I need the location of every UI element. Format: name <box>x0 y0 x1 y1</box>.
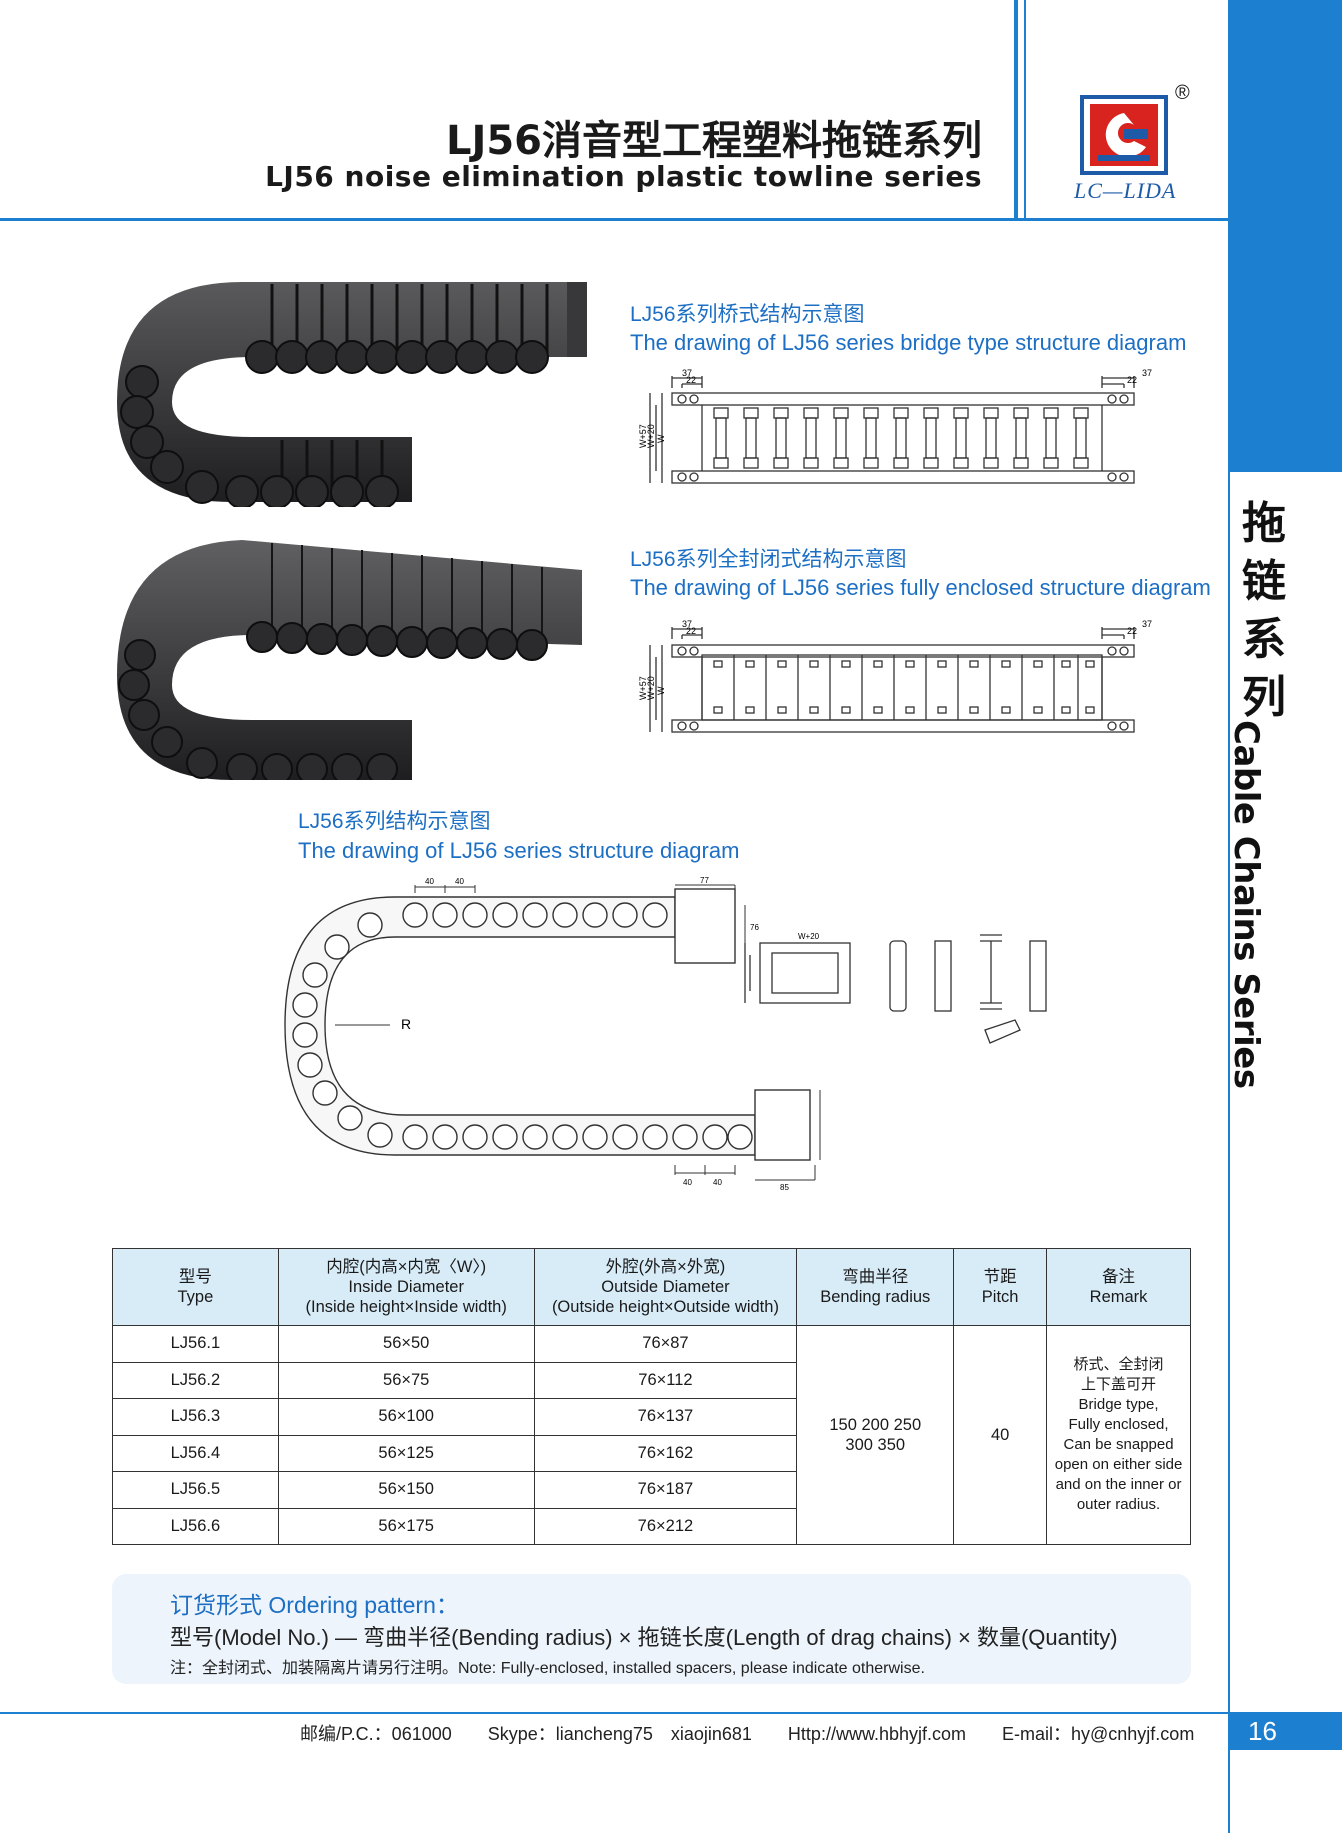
dim-w20-enclosed: W+20 <box>646 676 656 700</box>
header-divider <box>1014 0 1018 220</box>
sidebar-blue-band <box>1228 0 1342 472</box>
ordering-title: 订货形式 Ordering pattern： <box>170 1592 459 1618</box>
dim-w-enclosed: W <box>656 686 666 695</box>
ordering-box <box>112 1574 1191 1684</box>
registered-mark: ® <box>1175 82 1190 104</box>
bridge-caption-cn: LJ56系列桥式结构示意图 <box>630 303 865 326</box>
bridge-structure-drawing: 37 22 37 22 W+57 W+20 W <box>638 368 1152 484</box>
cross-section-drawing: W+20 <box>744 932 1047 1044</box>
col-outside: 外腔(外高×外宽)Outside Diameter(Outside height… <box>533 1248 798 1326</box>
structure-caption-cn: LJ56系列结构示意图 <box>298 810 491 833</box>
dim-40-top-b: 40 <box>455 877 464 886</box>
table-row: LJ56.6 56×175 76×212 <box>112 1507 1191 1545</box>
table-row: LJ56.2 56×75 76×112 <box>112 1361 1191 1399</box>
dim-22-enclosed-right: 22 <box>1127 626 1137 636</box>
dim-w20: W+20 <box>646 424 656 448</box>
chain-side-view-drawing: R 40 40 77 76 40 40 85 <box>284 876 821 1192</box>
enclosed-caption-en: The drawing of LJ56 series fully enclose… <box>630 575 1211 600</box>
col-inside: 内腔(内高×内宽〈W〉)Inside Diameter(Inside heigh… <box>277 1248 535 1326</box>
dim-40-bottom-b: 40 <box>713 1178 722 1187</box>
dim-85: 85 <box>780 1183 789 1192</box>
dim-w: W <box>656 434 666 443</box>
dim-40-bottom-a: 40 <box>683 1178 692 1187</box>
page-number: 16 <box>1228 1712 1342 1750</box>
enclosed-chain-photo <box>117 540 582 780</box>
dim-76: 76 <box>750 923 759 932</box>
dim-radius: R <box>401 1016 411 1032</box>
page-title-cn: LJ56消音型工程塑料拖链系列 <box>445 118 982 164</box>
pitch-cell: 40 <box>953 1325 1048 1545</box>
dim-37-enclosed-right: 37 <box>1142 619 1152 629</box>
brand-name: LC—LIDA <box>1074 178 1177 203</box>
enclosed-structure-drawing: 37 22 37 22 W+57 W+20 W <box>638 619 1152 733</box>
dim-w57-enclosed: W+57 <box>638 676 648 700</box>
footer-line <box>0 1712 1228 1714</box>
ordering-body: 型号(Model No.) — 弯曲半径(Bending radius) × 拖… <box>170 1625 1118 1650</box>
sidebar-en-title: Cable Chains Series <box>1226 720 1266 1089</box>
dim-77: 77 <box>700 876 709 885</box>
table-row: LJ56.5 56×150 76×187 <box>112 1471 1191 1509</box>
dim-37-right: 37 <box>1142 368 1152 378</box>
dim-40-top-a: 40 <box>425 877 434 886</box>
page-title-en: LJ56 noise elimination plastic towline s… <box>265 160 982 193</box>
ordering-note: 注：全封闭式、加装隔离片请另行注明。Note: Fully-enclosed, … <box>170 1660 925 1677</box>
dim-w57: W+57 <box>638 424 648 448</box>
sidebar-cn-title: 拖 链 系 列 <box>1242 498 1286 723</box>
footer-contact: 邮编/P.C.：061000 Skype：liancheng75 xiaojin… <box>300 1724 1195 1744</box>
table-row: LJ56.4 56×125 76×162 <box>112 1434 1191 1472</box>
dim-wplus20-section: W+20 <box>798 932 820 941</box>
table-row: LJ56.3 56×100 76×137 <box>112 1398 1191 1436</box>
dim-22: 22 <box>686 375 696 385</box>
dim-22-right: 22 <box>1127 375 1137 385</box>
lc-lida-logo-icon <box>1080 95 1168 175</box>
bridge-chain-photo <box>117 282 587 507</box>
header-divider-thin <box>1024 0 1026 220</box>
dim-37: 37 <box>682 368 692 378</box>
sidebar-divider <box>1228 472 1230 1833</box>
bridge-caption-en: The drawing of LJ56 series bridge type s… <box>630 330 1187 355</box>
dim-22-enclosed: 22 <box>686 626 696 636</box>
header-underline <box>0 218 1228 221</box>
enclosed-caption-cn: LJ56系列全封闭式结构示意图 <box>630 548 907 571</box>
dim-37-enclosed: 37 <box>682 619 692 629</box>
structure-caption-en: The drawing of LJ56 series structure dia… <box>298 838 740 863</box>
